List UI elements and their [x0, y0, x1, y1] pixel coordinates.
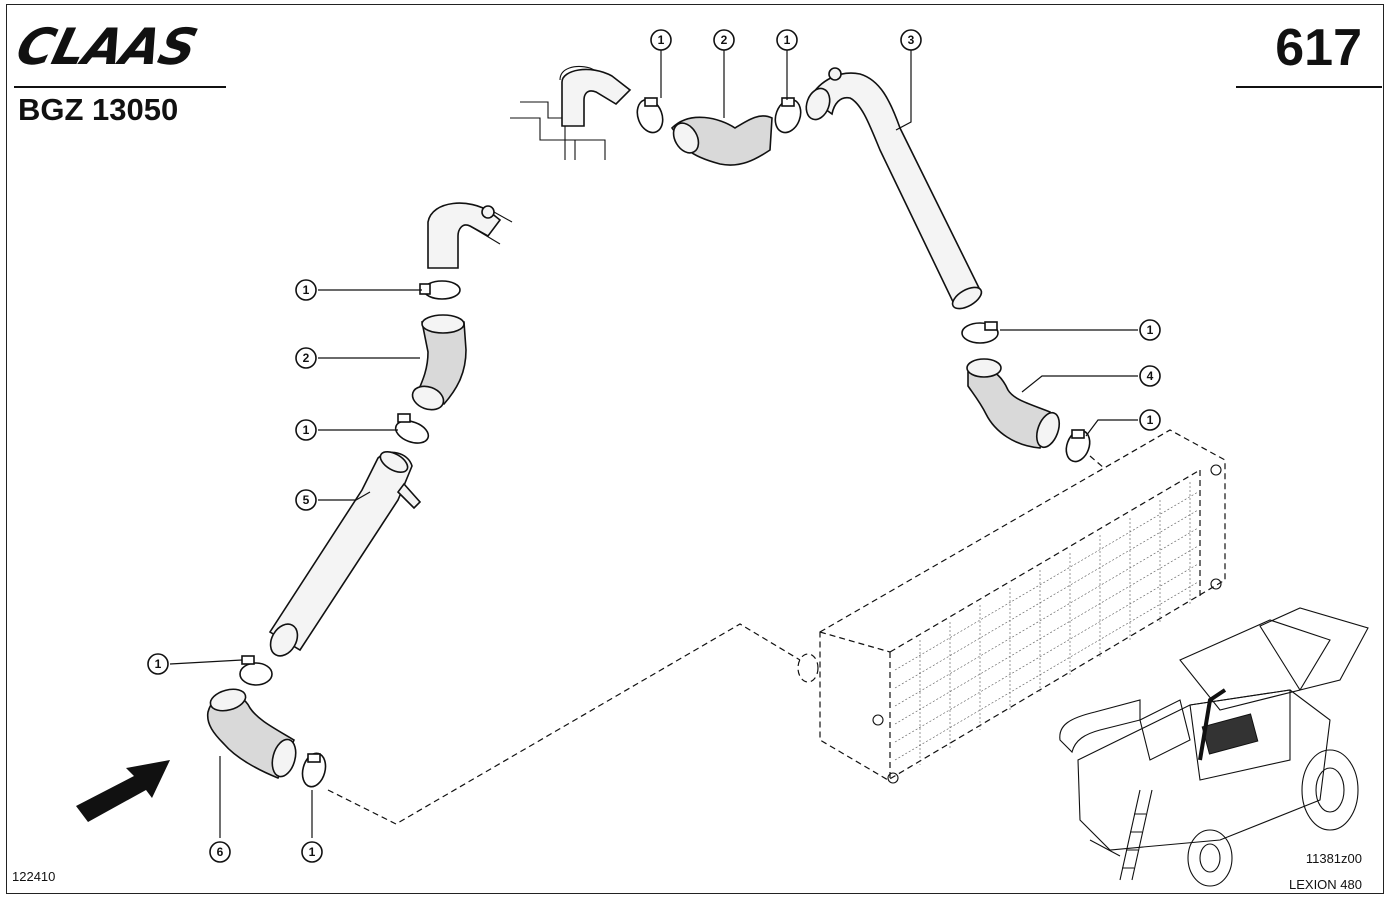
- hose-2-top-end: [672, 122, 700, 154]
- connection-line-right: [1089, 455, 1105, 469]
- clamp-top-right: [774, 97, 802, 134]
- charge-air-cooler: [797, 429, 1226, 784]
- drawing-code: 122410: [12, 869, 56, 884]
- svg-text:1: 1: [303, 283, 310, 297]
- direction-arrow-icon: [76, 760, 170, 822]
- callout-clamp-left-1: 1: [295, 279, 317, 301]
- connection-line-left: [327, 623, 801, 825]
- document-number: BGZ 13050: [18, 92, 179, 127]
- clamp-top-left: [636, 97, 664, 134]
- hose-4: [966, 358, 1061, 449]
- callout-hose-2-top: 2: [713, 29, 735, 51]
- callout-clamp-left-4: 1: [301, 841, 323, 863]
- svg-text:5: 5: [303, 493, 310, 507]
- engine-bracket-outline: [510, 65, 632, 160]
- pipe-3: [805, 67, 983, 310]
- svg-text:1: 1: [155, 657, 162, 671]
- callout-clamp-left-3: 1: [147, 653, 169, 675]
- hose-2-top: [670, 115, 773, 166]
- clamp-left-1: [419, 280, 461, 300]
- clamp-right-lower: [1065, 429, 1091, 463]
- clamp-left-4: [301, 752, 327, 788]
- callout-clamp-right-upper: 1: [1139, 319, 1161, 341]
- callout-pipe-5: 5: [295, 489, 317, 511]
- pipe-5: [268, 450, 422, 657]
- svg-text:1: 1: [309, 845, 316, 859]
- svg-text:6: 6: [217, 845, 224, 859]
- svg-text:4: 4: [1147, 369, 1154, 383]
- page-number: 617: [1275, 19, 1362, 77]
- left-elbow-outlet: [427, 202, 513, 269]
- hose-6: [206, 688, 297, 780]
- header-rule-left: [14, 86, 226, 88]
- svg-text:1: 1: [658, 33, 665, 47]
- callout-hose-2-left: 2: [295, 347, 317, 369]
- model-name: LEXION 480: [1289, 877, 1362, 892]
- svg-text:1: 1: [1147, 413, 1154, 427]
- callout-clamp-right-lower: 1: [1139, 409, 1161, 431]
- combine-harvester-thumbnail: [1059, 607, 1369, 887]
- header-rule-right: [1236, 86, 1382, 88]
- svg-text:1: 1: [303, 423, 310, 437]
- svg-text:2: 2: [721, 33, 728, 47]
- callout-clamp-left-2: 1: [295, 419, 317, 441]
- callout-hose-6: 6: [209, 841, 231, 863]
- clamp-left-3: [239, 655, 273, 686]
- image-code: 11381z00: [1305, 851, 1362, 866]
- clamp-right-upper: [961, 321, 999, 344]
- svg-text:2: 2: [303, 351, 310, 365]
- svg-text:3: 3: [908, 33, 915, 47]
- callout-pipe-3: 3: [900, 29, 922, 51]
- svg-text:1: 1: [784, 33, 791, 47]
- svg-text:1: 1: [1147, 323, 1154, 337]
- hose-2-left: [411, 314, 467, 411]
- clamp-left-2: [394, 413, 430, 444]
- leader-lines: [169, 50, 1138, 838]
- callout-clamp-top-left: 1: [650, 29, 672, 51]
- callout-clamp-top-right: 1: [776, 29, 798, 51]
- callout-hose-4: 4: [1139, 365, 1161, 387]
